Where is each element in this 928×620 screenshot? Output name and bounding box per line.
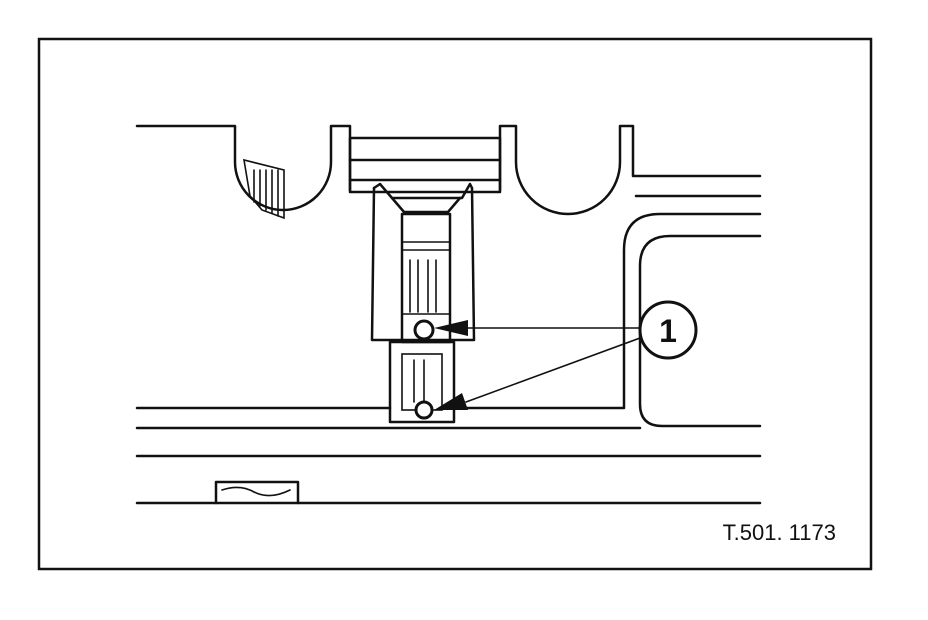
- valve-body: [370, 182, 476, 344]
- bottom-block: [214, 480, 300, 505]
- callout-number: 1: [659, 313, 677, 349]
- housing-top-contour: [135, 124, 352, 212]
- figure-frame: [37, 37, 873, 571]
- leader-lines: [434, 320, 641, 410]
- hatched-corner: [243, 158, 285, 220]
- reference-code: T.501. 1173: [723, 520, 836, 545]
- right-channel-inner: [452, 212, 762, 410]
- bolt-upper: [413, 319, 435, 341]
- bolt-lower: [414, 400, 434, 420]
- arrowhead-lower: [434, 393, 468, 410]
- upper-block: [348, 136, 502, 194]
- arrowhead-upper: [434, 320, 468, 336]
- callout-circle: [638, 300, 698, 360]
- housing-top-contour-right: [498, 124, 762, 216]
